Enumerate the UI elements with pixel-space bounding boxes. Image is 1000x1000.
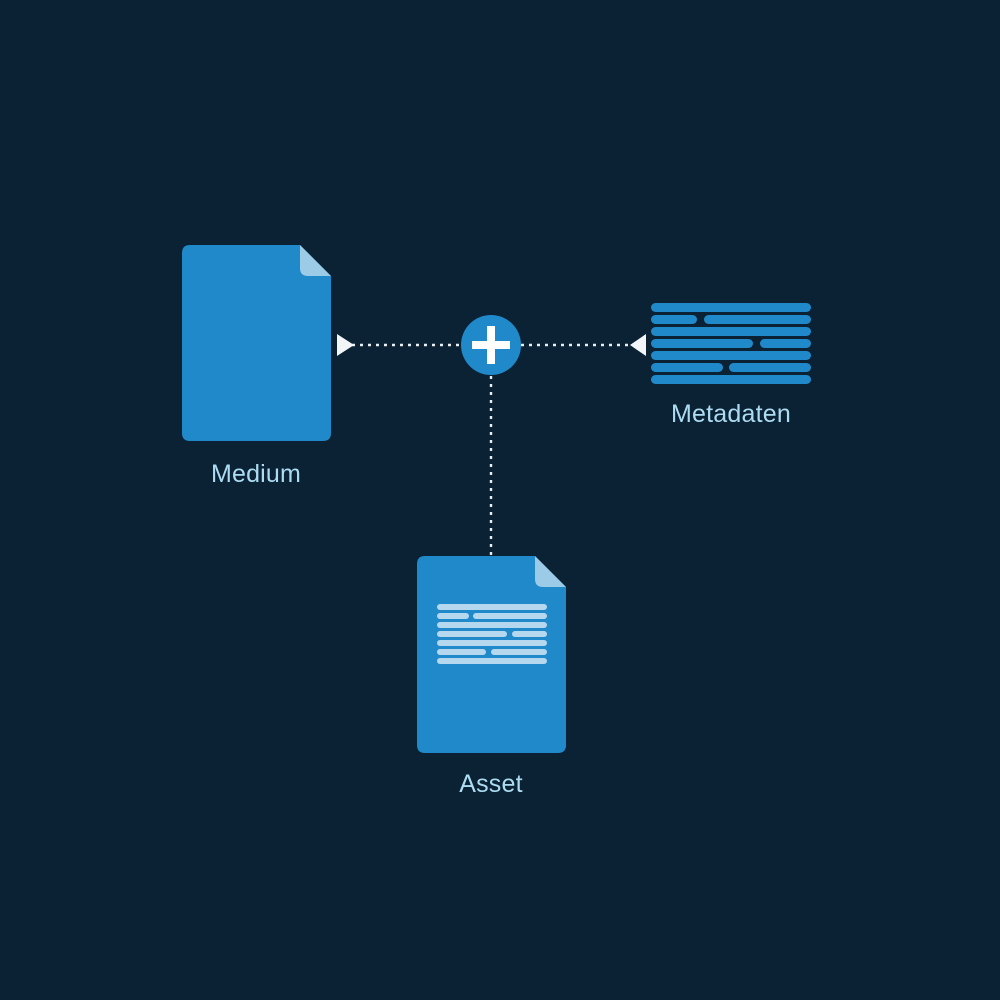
connector-medium-to-junction (337, 334, 462, 356)
document-fold-asset (535, 556, 566, 587)
arrowhead-medium (337, 334, 354, 356)
asset-text-bar-row5 (437, 640, 547, 646)
text-bar-row6-b (729, 363, 811, 372)
asset-text-bar-row3 (437, 622, 547, 628)
text-bar-row6-a (651, 363, 723, 372)
asset-text-bar-row2-b (473, 613, 547, 619)
node-label-medium: Medium (210, 460, 302, 488)
node-metadaten[interactable] (651, 303, 811, 384)
asset-text-bar-row6-b (491, 649, 547, 655)
text-bar-row4-a (651, 339, 753, 348)
node-medium[interactable] (182, 245, 331, 441)
asset-text-bar-row4-b (512, 631, 547, 637)
text-bar-row7 (651, 375, 811, 384)
node-label-asset: Asset (459, 770, 523, 798)
asset-text-bar-row7 (437, 658, 547, 664)
asset-text-bar-row2-a (437, 613, 469, 619)
asset-text-bar-row1 (437, 604, 547, 610)
document-fold-medium (300, 245, 331, 276)
connector-metadaten-to-junction (521, 334, 646, 356)
text-bar-row1 (651, 303, 811, 312)
plus-icon-vertical (487, 326, 495, 364)
arrowhead-metadaten (630, 334, 646, 356)
asset-text-bar-row6-a (437, 649, 486, 655)
text-bar-row2-b (704, 315, 811, 324)
text-bar-row3 (651, 327, 811, 336)
asset-text-bars (437, 604, 547, 664)
text-bar-row4-b (760, 339, 811, 348)
text-bar-row2-a (651, 315, 697, 324)
node-asset[interactable] (417, 556, 566, 753)
metadaten-bars (651, 303, 811, 384)
text-bar-row5 (651, 351, 811, 360)
document-body-medium (182, 245, 331, 441)
asset-text-bar-row4-a (437, 631, 507, 637)
node-label-metadaten: Metadaten (671, 400, 791, 428)
plus-junction[interactable] (461, 315, 521, 375)
